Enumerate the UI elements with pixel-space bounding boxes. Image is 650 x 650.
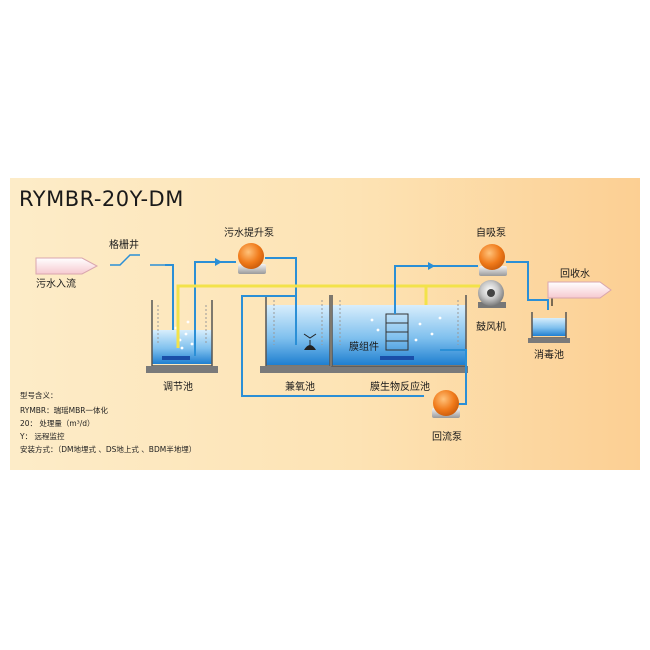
pipe-to-lift-pump: [194, 261, 236, 356]
spec-line: 安装方式：（DM地埋式 、DS地上式 、BDM半地埋）: [20, 445, 197, 454]
label-mbr-tank: 膜生物反应池: [370, 382, 430, 393]
spec-heading: 型号含义：: [20, 391, 58, 400]
label-membrane-module: 膜组件: [349, 342, 379, 353]
label-anoxic-tank: 兼氧池: [285, 382, 315, 393]
pipe-to-self-priming: [394, 265, 478, 314]
spec-line: 20： 处理量（m³/d）: [20, 419, 95, 428]
anoxic-tank: [260, 290, 468, 373]
label-lift-pump: 污水提升泵: [224, 228, 274, 239]
return-pump: [432, 390, 460, 418]
reclaimed-water-arrow: [547, 281, 612, 299]
spec-line: Y： 远程监控: [20, 432, 65, 441]
blower: [478, 280, 506, 308]
pipe-to-disinfection: [506, 261, 549, 310]
model-title: RYMBR-20Y-DM: [19, 187, 184, 211]
pipe-to-anoxic: [265, 257, 297, 290]
air-pipe-main: [176, 284, 480, 348]
pipe-inlet: [165, 264, 174, 355]
self-priming-pump: [479, 244, 507, 276]
grating-symbol: [110, 254, 140, 266]
disinfection-tank: [528, 312, 570, 343]
regulating-tank: [146, 300, 218, 373]
label-reclaimed-water: 回收水: [560, 269, 590, 280]
spec-line: RYMBR：瑞瑶MBR一体化: [20, 406, 108, 415]
label-grating: 格栅井: [109, 240, 139, 251]
label-disinfection-tank: 消毒池: [534, 350, 564, 361]
label-self-priming-pump: 自吸泵: [476, 228, 506, 239]
label-regulating-tank: 调节池: [163, 382, 193, 393]
inflow-arrow: [35, 257, 99, 275]
lift-pump: [238, 243, 266, 274]
label-return-pump: 回流泵: [432, 432, 462, 443]
label-inflow: 污水入流: [36, 279, 76, 290]
label-blower: 鼓风机: [476, 322, 506, 333]
mbr-tank: [331, 295, 467, 367]
